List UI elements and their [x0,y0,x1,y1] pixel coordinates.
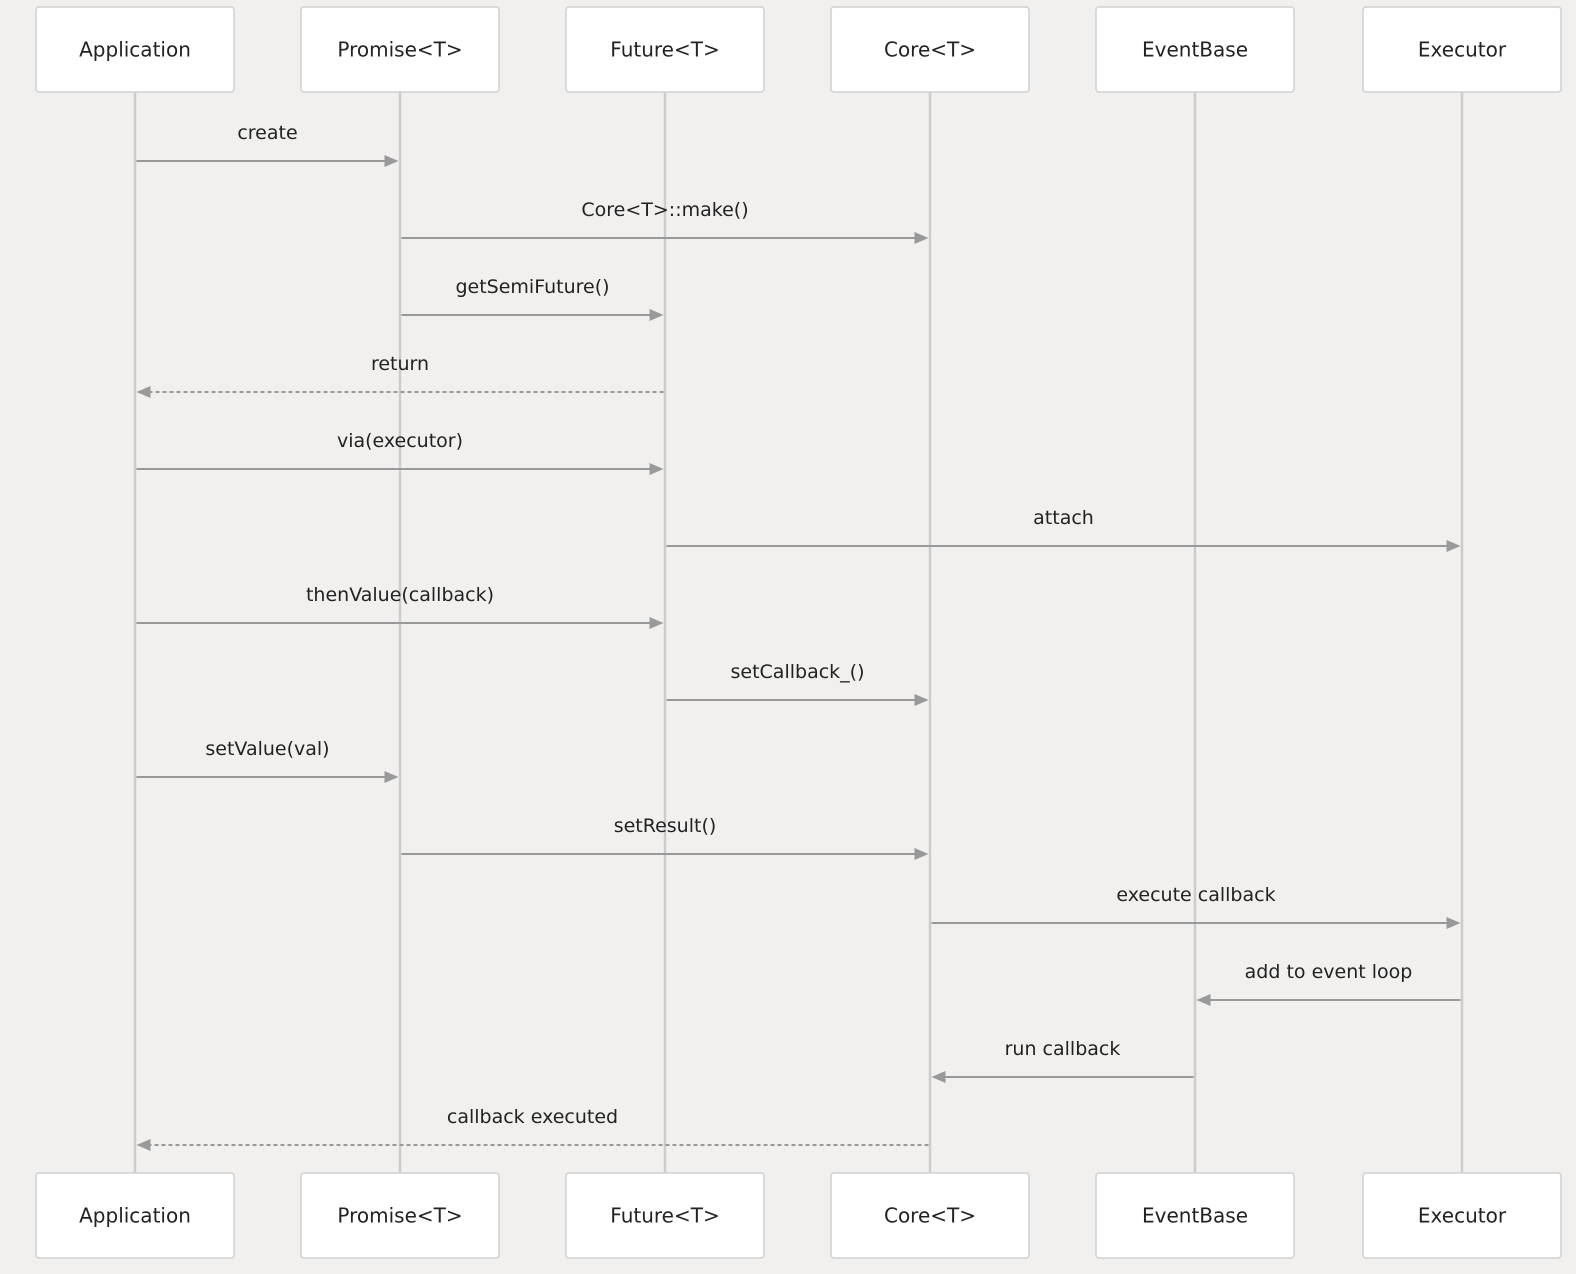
participant-box [1362,6,1562,93]
message-label: return [371,353,429,375]
message-label: attach [1033,507,1094,529]
participant-label: Application [79,38,191,62]
participant-box [830,6,1030,93]
message-label: Core<T>::make() [581,199,748,221]
participant-promise-t-top: Promise<T> [300,6,500,93]
arrowhead-icon [1196,994,1211,1006]
message-label: execute callback [1116,884,1275,906]
participant-promise-t-bottom: Promise<T> [300,1172,500,1259]
message-execute-callback: execute callback [931,884,1461,929]
arrowhead-icon [1446,540,1461,552]
arrowhead-icon [384,771,399,783]
message-setvalue-val: setValue(val) [136,738,399,783]
message-label: callback executed [447,1106,618,1128]
arrowhead-icon [649,463,664,475]
message-label: setResult() [614,815,717,837]
participant-label: Future<T> [610,1204,719,1228]
message-label: via(executor) [337,430,463,452]
participant-eventbase-bottom: EventBase [1095,1172,1295,1259]
participant-label: Executor [1418,38,1507,62]
participant-label: Future<T> [610,38,719,62]
arrowhead-icon [914,848,929,860]
participant-box [565,1172,765,1259]
message-core-t-make: Core<T>::make() [401,199,929,244]
participant-label: EventBase [1142,1204,1248,1228]
participant-box [1095,1172,1295,1259]
message-label: run callback [1005,1038,1121,1060]
participant-box [35,1172,235,1259]
arrowhead-icon [136,1139,151,1151]
message-setcallback: setCallback_() [666,661,929,706]
message-label: create [237,122,297,144]
participant-label: Core<T> [884,1204,976,1228]
participant-label: EventBase [1142,38,1248,62]
participant-label: Promise<T> [337,1204,462,1228]
arrowhead-icon [914,232,929,244]
participant-box [565,6,765,93]
participant-future-t-bottom: Future<T> [565,1172,765,1259]
participant-core-t-top: Core<T> [830,6,1030,93]
participant-eventbase-top: EventBase [1095,6,1295,93]
participant-box [1095,6,1295,93]
participant-box [300,1172,500,1259]
participant-box [35,6,235,93]
participant-application-top: Application [35,6,235,93]
arrowhead-icon [649,617,664,629]
participant-core-t-bottom: Core<T> [830,1172,1030,1259]
message-label: setCallback_() [731,661,865,683]
arrowhead-icon [931,1071,946,1083]
message-setresult: setResult() [401,815,929,860]
message-add-to-event-loop: add to event loop [1196,961,1461,1006]
participant-label: Core<T> [884,38,976,62]
message-run-callback: run callback [931,1038,1194,1083]
message-label: thenValue(callback) [306,584,494,606]
participant-box [300,6,500,93]
participant-label: Application [79,1204,191,1228]
message-create: create [136,122,399,167]
arrowhead-icon [384,155,399,167]
message-return: return [136,353,664,398]
participant-box [830,1172,1030,1259]
message-via-executor: via(executor) [136,430,664,475]
arrowhead-icon [136,386,151,398]
participant-label: Promise<T> [337,38,462,62]
participant-executor-bottom: Executor [1362,1172,1562,1259]
arrowhead-icon [914,694,929,706]
arrowhead-icon [649,309,664,321]
participant-future-t-top: Future<T> [565,6,765,93]
message-thenvalue-callback: thenValue(callback) [136,584,664,629]
message-getsemifuture: getSemiFuture() [401,276,664,321]
arrowhead-icon [1446,917,1461,929]
message-attach: attach [666,507,1461,552]
participant-label: Executor [1418,1204,1507,1228]
message-label: add to event loop [1245,961,1413,983]
participant-box [1362,1172,1562,1259]
participant-executor-top: Executor [1362,6,1562,93]
message-label: getSemiFuture() [455,276,609,298]
message-label: setValue(val) [205,738,329,760]
message-callback-executed: callback executed [136,1106,929,1151]
participant-application-bottom: Application [35,1172,235,1259]
